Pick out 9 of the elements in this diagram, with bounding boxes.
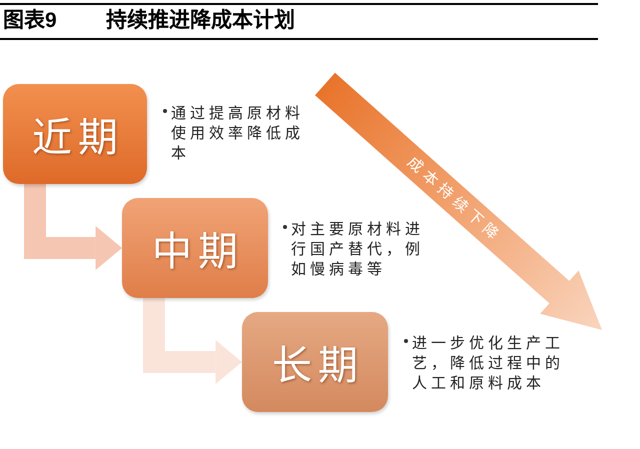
- period-box: 近期: [3, 84, 147, 184]
- period-box: 中期: [122, 198, 268, 298]
- bullet-text: 进一步优化生产工艺，降低过程中的人工和原料成本: [412, 333, 565, 393]
- bullet-text: 通过提高原材料使用效率降低成本: [171, 103, 305, 163]
- elbow-arrow: [143, 298, 242, 384]
- title: 持续推进降成本计划: [106, 8, 295, 34]
- bullet-text: 对主要原材料进行国产替代，例如慢病毒等: [291, 219, 425, 279]
- figure-number: 图表9: [3, 8, 57, 34]
- period-box: 长期: [242, 312, 388, 412]
